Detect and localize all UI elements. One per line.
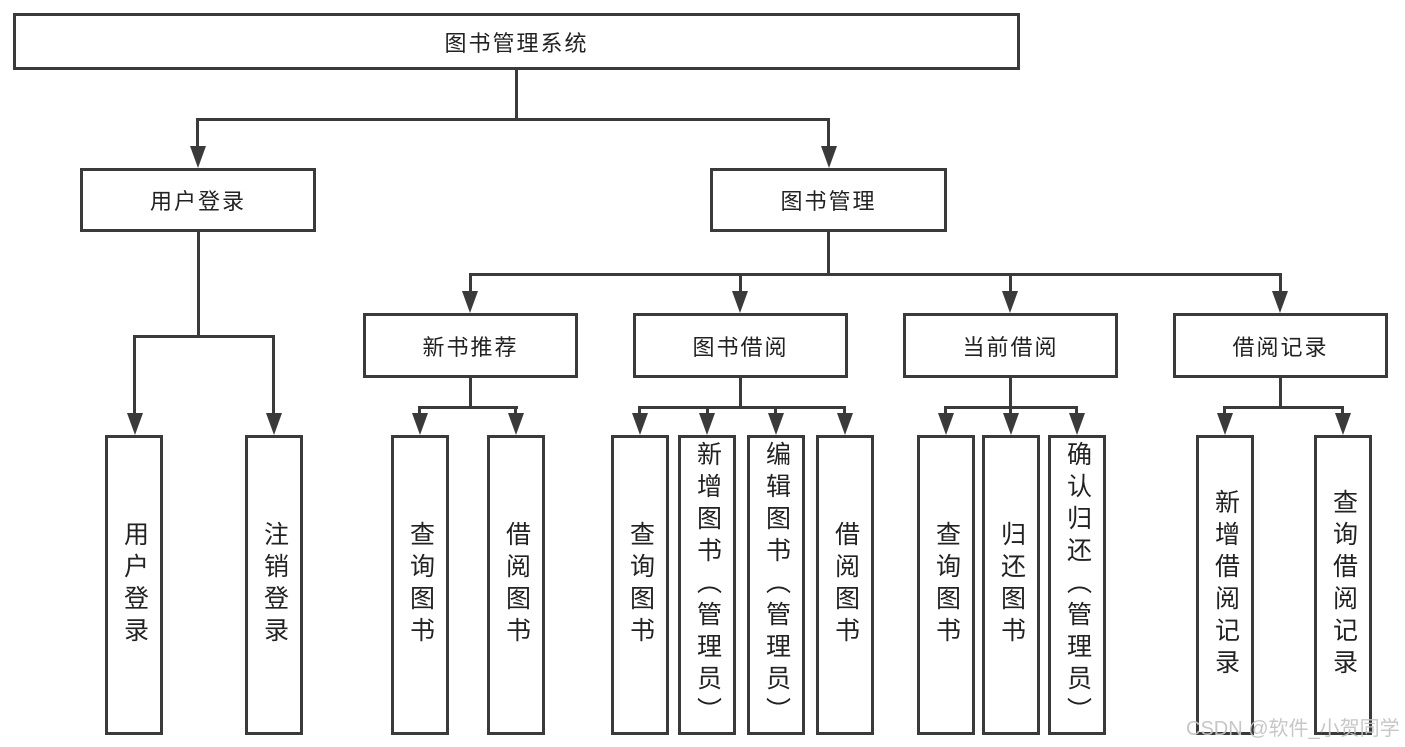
connector-line: [196, 118, 830, 121]
connector-line: [133, 335, 136, 415]
connector-line: [827, 232, 830, 276]
arrowhead-icon: [127, 413, 143, 435]
leaf-label: 确认归还（管理员）: [1063, 441, 1092, 729]
arrowhead-icon: [632, 413, 648, 435]
connector-line: [514, 406, 517, 415]
arrowhead-icon: [190, 146, 206, 168]
leaf-label: 查询借阅记录: [1329, 489, 1358, 681]
leaf-logout: 注销登录: [245, 435, 303, 735]
connector-line: [515, 70, 518, 118]
leaf-label: 编辑图书（管理员）: [762, 441, 791, 729]
leaf-label: 归还图书: [997, 521, 1026, 649]
connector-line: [739, 273, 742, 295]
connector-line: [1075, 406, 1078, 415]
leaf-add-books-admin: 新增图书（管理员）: [678, 435, 736, 735]
arrowhead-icon: [266, 413, 282, 435]
connector-line: [1341, 406, 1344, 415]
node-book-borrowing: 图书借阅: [633, 313, 848, 378]
node-book-management: 图书管理: [710, 168, 947, 232]
connector-line: [1279, 378, 1282, 406]
leaf-user-login: 用户登录: [105, 435, 163, 735]
node-label: 图书管理: [780, 189, 877, 214]
arrowhead-icon: [732, 291, 748, 313]
connector-line: [843, 406, 846, 415]
arrowhead-icon: [1002, 291, 1018, 313]
connector-line: [638, 406, 641, 415]
leaf-label: 借阅图书: [831, 521, 860, 649]
node-user-login: 用户登录: [80, 168, 316, 232]
leaf-return-books: 归还图书: [982, 435, 1040, 735]
leaf-edit-books-admin: 编辑图书（管理员）: [747, 435, 805, 735]
connector-line: [1279, 273, 1282, 295]
csdn-watermark: CSDN @软件_小贺同学: [1186, 718, 1400, 740]
leaf-add-borrow-record: 新增借阅记录: [1196, 435, 1254, 735]
node-borrowing-records: 借阅记录: [1173, 313, 1388, 378]
node-label: 当前借阅: [962, 334, 1059, 360]
connector-line: [1223, 406, 1226, 415]
leaf-borrow-books: 借阅图书: [487, 435, 545, 735]
leaf-label: 新增借阅记录: [1211, 489, 1240, 681]
arrowhead-icon: [768, 413, 784, 435]
arrowhead-icon: [699, 413, 715, 435]
arrowhead-icon: [462, 291, 478, 313]
node-label: 图书管理系统: [444, 30, 589, 56]
leaf-borrow-books: 借阅图书: [816, 435, 874, 735]
arrowhead-icon: [837, 413, 853, 435]
connector-line: [638, 406, 846, 409]
arrowhead-icon: [1003, 413, 1019, 435]
node-new-book-recommendation: 新书推荐: [363, 313, 578, 378]
connector-line: [739, 378, 742, 406]
leaf-query-books: 查询图书: [391, 435, 449, 735]
leaf-label: 用户登录: [120, 521, 149, 649]
leaf-query-borrow-record: 查询借阅记录: [1314, 435, 1372, 735]
connector-line: [418, 406, 421, 415]
node-label: 用户登录: [149, 189, 246, 214]
connector-line: [1009, 273, 1012, 295]
leaf-confirm-return-admin: 确认归还（管理员）: [1048, 435, 1106, 735]
connector-line: [197, 232, 200, 335]
leaf-label: 注销登录: [260, 521, 289, 649]
leaf-label: 查询图书: [932, 521, 961, 649]
leaf-label: 借阅图书: [502, 521, 531, 649]
connector-line: [827, 118, 830, 150]
arrowhead-icon: [1335, 413, 1351, 435]
connector-line: [418, 406, 518, 409]
connector-line: [706, 406, 709, 415]
connector-line: [1223, 406, 1344, 409]
node-label: 借阅记录: [1232, 334, 1329, 360]
connector-line: [469, 273, 472, 295]
connector-line: [1009, 378, 1012, 406]
leaf-label: 新增图书（管理员）: [693, 441, 722, 729]
arrowhead-icon: [938, 413, 954, 435]
connector-line: [272, 335, 275, 415]
arrowhead-icon: [1069, 413, 1085, 435]
connector-line: [196, 118, 199, 150]
connector-line: [1009, 406, 1012, 415]
leaf-label: 查询图书: [406, 521, 435, 649]
connector-line: [469, 273, 1282, 276]
node-library-management-system: 图书管理系统: [13, 13, 1020, 70]
node-label: 新书推荐: [422, 334, 519, 360]
arrowhead-icon: [508, 413, 524, 435]
connector-line: [944, 406, 947, 415]
leaf-query-books: 查询图书: [917, 435, 975, 735]
connector-line: [469, 378, 472, 406]
connector-line: [774, 406, 777, 415]
arrowhead-icon: [412, 413, 428, 435]
leaf-query-books: 查询图书: [611, 435, 669, 735]
leaf-label: 查询图书: [626, 521, 655, 649]
arrowhead-icon: [821, 146, 837, 168]
arrowhead-icon: [1272, 291, 1288, 313]
connector-line: [133, 335, 275, 338]
node-current-borrowing: 当前借阅: [903, 313, 1118, 378]
arrowhead-icon: [1217, 413, 1233, 435]
node-label: 图书借阅: [692, 334, 789, 360]
